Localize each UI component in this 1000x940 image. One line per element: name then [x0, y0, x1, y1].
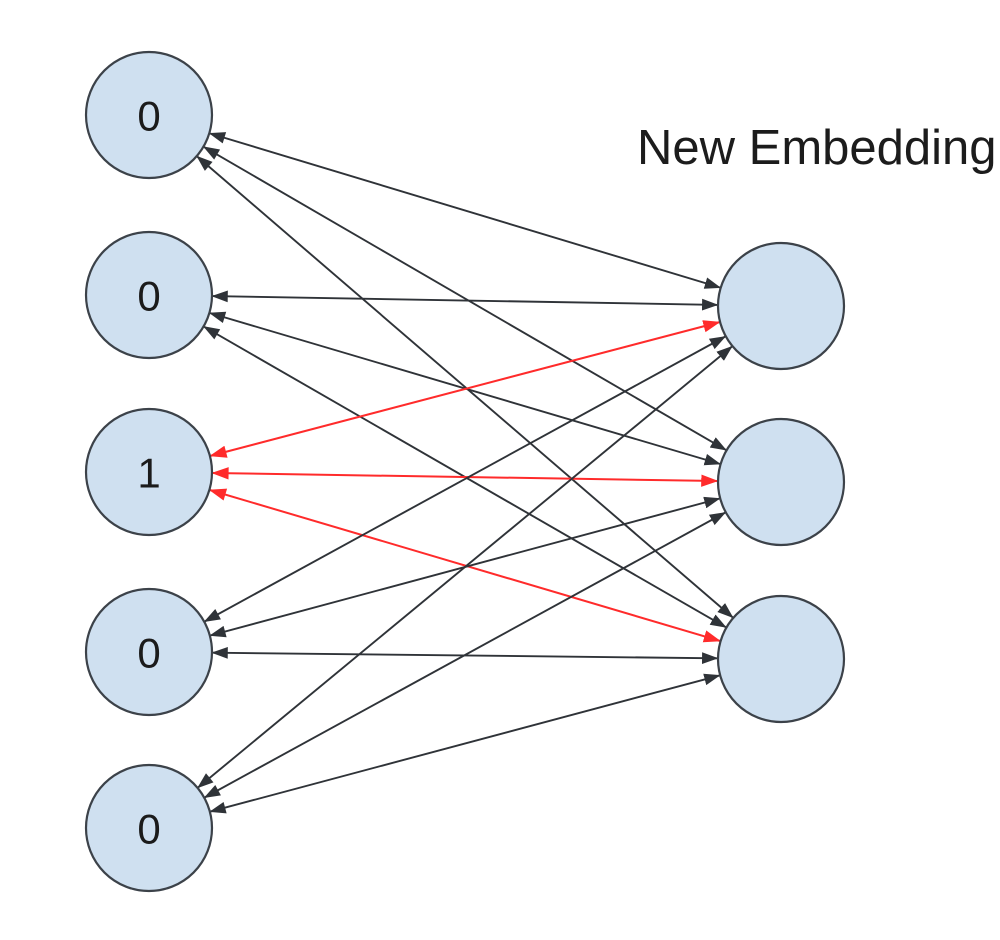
node-out-2[interactable] [716, 594, 846, 724]
node-circle-in-2[interactable] [84, 407, 214, 537]
node-circle-in-1[interactable] [84, 230, 214, 360]
node-in-0[interactable]: 0 [84, 50, 214, 180]
edge-in-4-to-out-0 [196, 345, 734, 789]
edge-in-4-to-out-1 [203, 511, 727, 799]
edge-in-2-to-out-0 [209, 320, 721, 458]
node-out-0[interactable] [716, 241, 846, 371]
node-label-in-4: 0 [137, 806, 160, 853]
node-in-1[interactable]: 0 [84, 230, 214, 360]
edge-in-4-to-out-2 [209, 673, 721, 814]
edge-in-2-to-out-2 [208, 488, 721, 643]
node-in-3[interactable]: 0 [84, 587, 214, 717]
node-circle-out-2[interactable] [716, 594, 846, 724]
node-label-in-3: 0 [137, 630, 160, 677]
layer-one-hot-input-layer: 0 0 1 0 0 [84, 50, 214, 893]
nodes-group: 0 0 1 0 0 [84, 50, 846, 893]
node-circle-in-0[interactable] [84, 50, 214, 180]
node-in-2[interactable]: 1 [84, 407, 214, 537]
node-out-1[interactable] [716, 417, 846, 547]
node-label-in-2: 1 [137, 450, 160, 497]
node-circle-out-0[interactable] [716, 241, 846, 371]
node-circle-in-3[interactable] [84, 587, 214, 717]
edge-in-1-to-out-0 [211, 290, 719, 311]
edge-in-0-to-out-2 [196, 155, 734, 619]
node-in-4[interactable]: 0 [84, 763, 214, 893]
edges-group [196, 132, 734, 814]
captions-group: New Embedding [637, 121, 997, 175]
node-label-in-1: 0 [137, 273, 160, 320]
node-label-in-0: 0 [137, 93, 160, 140]
edge-in-0-to-out-1 [202, 145, 727, 452]
layer-new-embedding-layer [716, 241, 846, 724]
node-circle-out-1[interactable] [716, 417, 846, 547]
new-embedding-caption: New Embedding [637, 121, 997, 175]
node-circle-in-4[interactable] [84, 763, 214, 893]
